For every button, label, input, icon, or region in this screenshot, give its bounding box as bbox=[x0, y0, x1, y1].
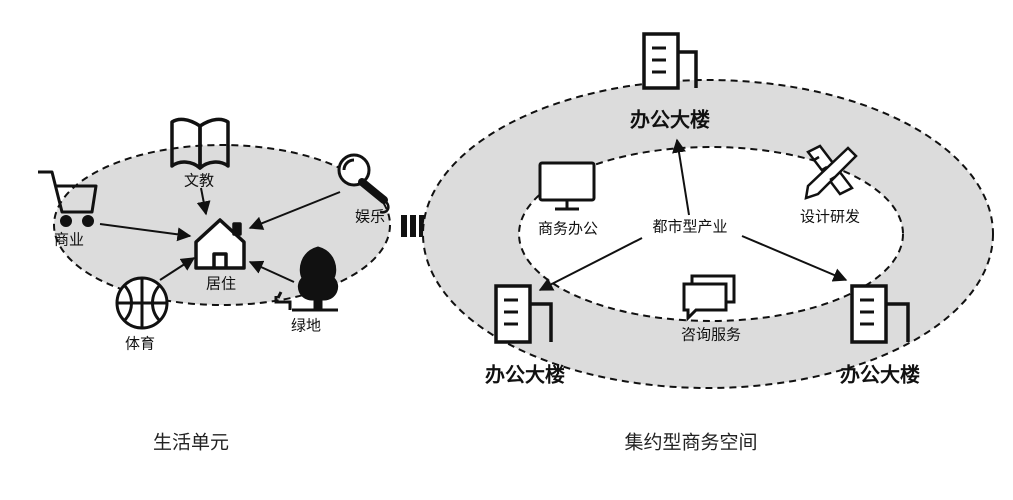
arrow-to-left-office bbox=[538, 237, 643, 291]
label-urban-industry: 都市型产业 bbox=[652, 217, 728, 236]
business-ring-inner bbox=[518, 146, 904, 322]
label-sports: 体育 bbox=[124, 334, 156, 353]
arrow-sports-to-home bbox=[159, 257, 196, 281]
label-culture: 文教 bbox=[183, 171, 215, 190]
arrow-entertainment-to-home bbox=[248, 191, 341, 230]
label-business-office: 商务办公 bbox=[537, 219, 599, 238]
label-commerce: 商业 bbox=[53, 230, 85, 249]
chat-bubbles-icon bbox=[682, 274, 736, 322]
label-green: 绿地 bbox=[290, 316, 322, 335]
label-entertainment: 娱乐 bbox=[354, 207, 386, 226]
cart-icon bbox=[38, 170, 98, 227]
basketball-icon bbox=[115, 276, 169, 330]
arrow-green-to-home bbox=[248, 260, 295, 283]
label-office-top: 办公大楼 bbox=[630, 107, 710, 132]
arrow-to-right-office bbox=[741, 235, 848, 282]
label-design-rnd: 设计研发 bbox=[799, 207, 861, 226]
label-home: 居住 bbox=[205, 274, 237, 293]
office-building-icon bbox=[642, 32, 698, 90]
business-space-cluster bbox=[422, 32, 994, 389]
label-consulting: 咨询服务 bbox=[680, 325, 742, 344]
pencil-ruler-icon bbox=[804, 144, 858, 200]
house-icon bbox=[194, 218, 246, 270]
monitor-icon bbox=[538, 161, 596, 211]
office-building-icon bbox=[494, 284, 553, 344]
label-office-left: 办公大楼 bbox=[485, 362, 565, 387]
label-office-right: 办公大楼 bbox=[840, 362, 920, 387]
business-arrows bbox=[538, 138, 848, 291]
microphone-icon bbox=[337, 153, 390, 214]
tree-icon bbox=[274, 246, 339, 312]
living-unit-cluster bbox=[38, 117, 391, 330]
book-icon bbox=[170, 117, 230, 170]
business-ring-outer bbox=[422, 79, 994, 389]
arrow-to-top-office bbox=[672, 138, 690, 216]
caption-business-space: 集约型商务空间 bbox=[624, 431, 758, 454]
caption-living-unit: 生活单元 bbox=[152, 431, 230, 454]
arrow-culture-to-home bbox=[196, 187, 211, 216]
living-arrows bbox=[99, 187, 341, 283]
arrow-commerce-to-home bbox=[99, 223, 192, 242]
office-building-icon bbox=[850, 284, 910, 344]
